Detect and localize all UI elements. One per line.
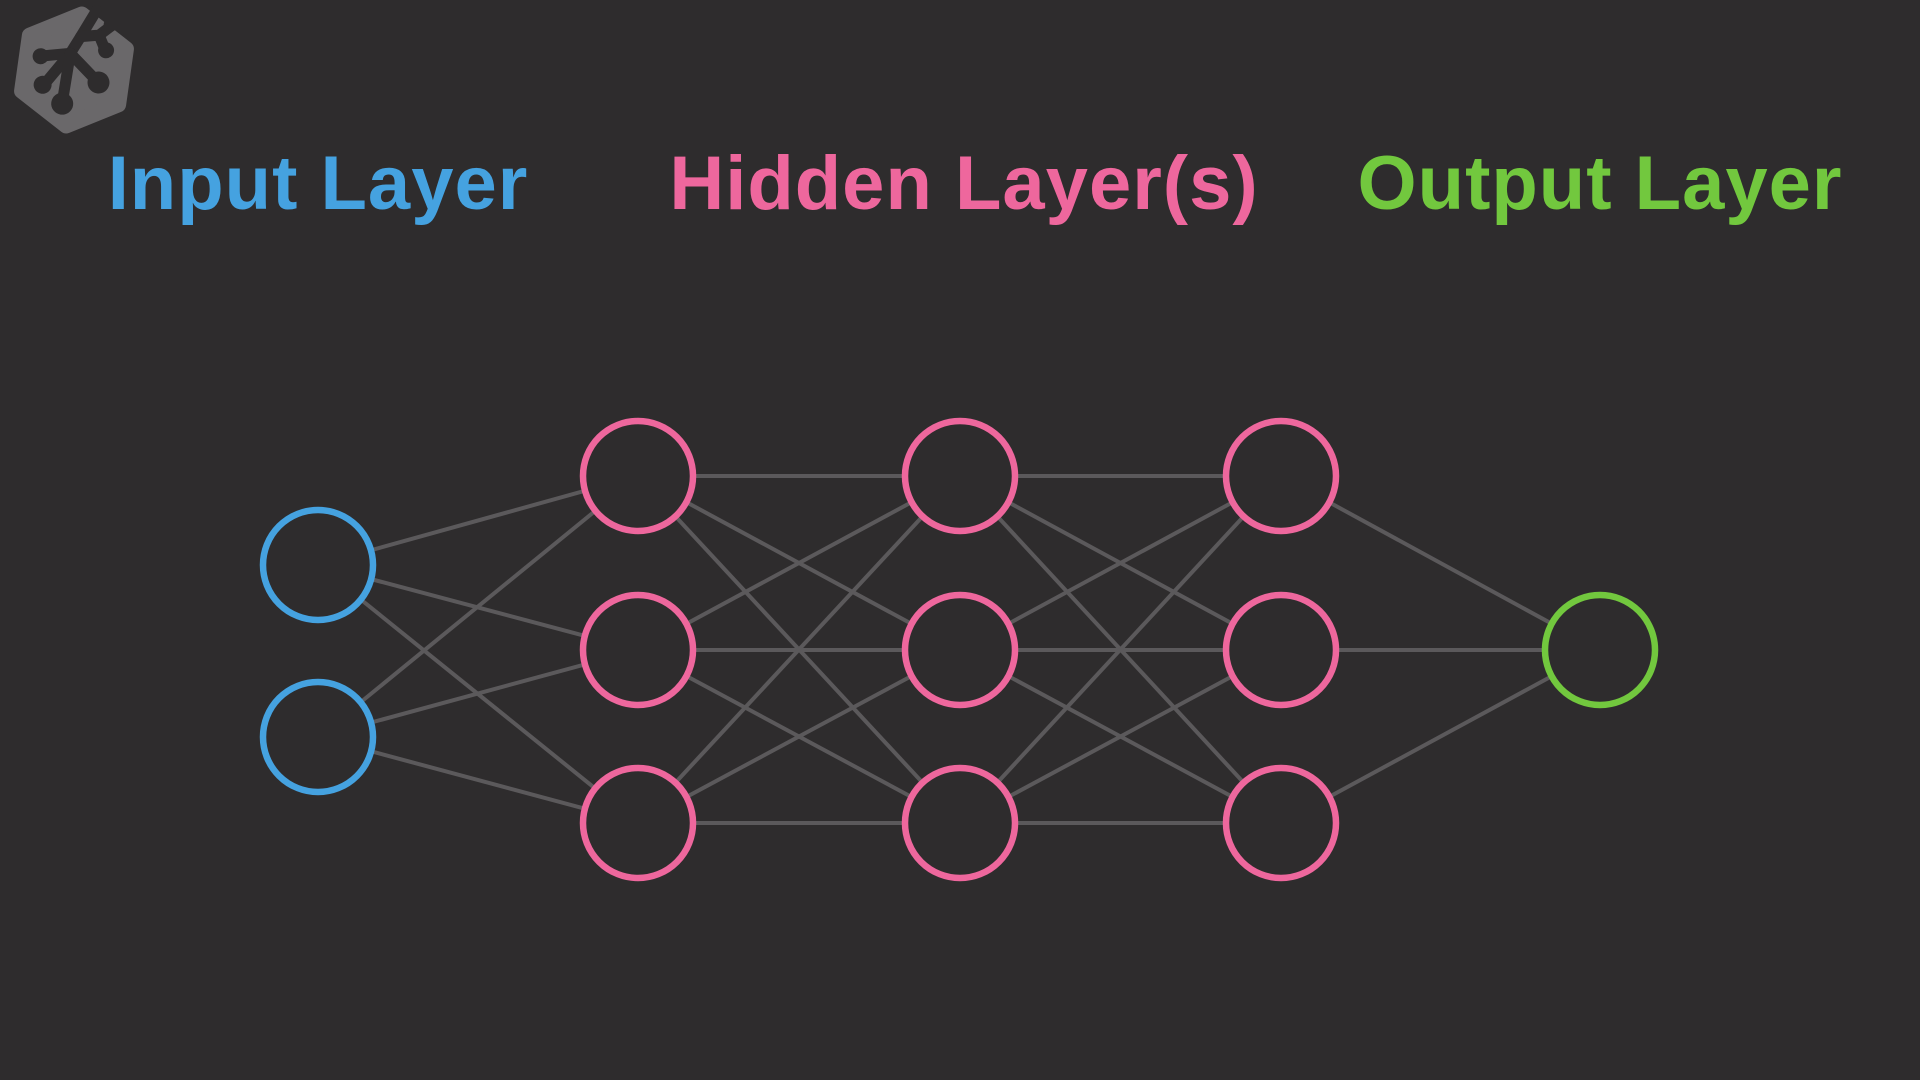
connection-line bbox=[1280, 648, 1601, 825]
hidden-layer-label: Hidden Layer(s) bbox=[669, 141, 1259, 226]
watermark-logo bbox=[14, 5, 134, 134]
hidden-2-node bbox=[901, 764, 1019, 882]
nodes-group bbox=[259, 417, 1659, 882]
connection-line bbox=[637, 648, 961, 825]
output-layer-label: Output Layer bbox=[1357, 141, 1843, 226]
hidden-3-node bbox=[1222, 417, 1340, 535]
connection-line bbox=[958, 474, 1283, 825]
hidden-1-node bbox=[579, 764, 697, 882]
connection-line bbox=[1280, 474, 1601, 652]
logo-hexagon bbox=[14, 5, 134, 134]
input-node bbox=[259, 678, 377, 796]
hidden-2-node bbox=[901, 417, 1019, 535]
logo-branch-tips bbox=[32, 17, 118, 115]
input-layer-label: Input Layer bbox=[107, 141, 529, 226]
connection-line bbox=[959, 474, 1282, 652]
input-node bbox=[259, 506, 377, 624]
connection-line bbox=[636, 474, 962, 825]
connection-line bbox=[959, 648, 1282, 825]
hidden-3-node bbox=[1222, 764, 1340, 882]
output-node bbox=[1541, 591, 1659, 709]
hidden-1-node bbox=[579, 417, 697, 535]
hidden-3-node bbox=[1222, 591, 1340, 709]
hidden-2-node bbox=[901, 591, 1019, 709]
connection-line bbox=[637, 474, 961, 652]
connection-line bbox=[316, 474, 640, 739]
hidden-1-node bbox=[579, 591, 697, 709]
